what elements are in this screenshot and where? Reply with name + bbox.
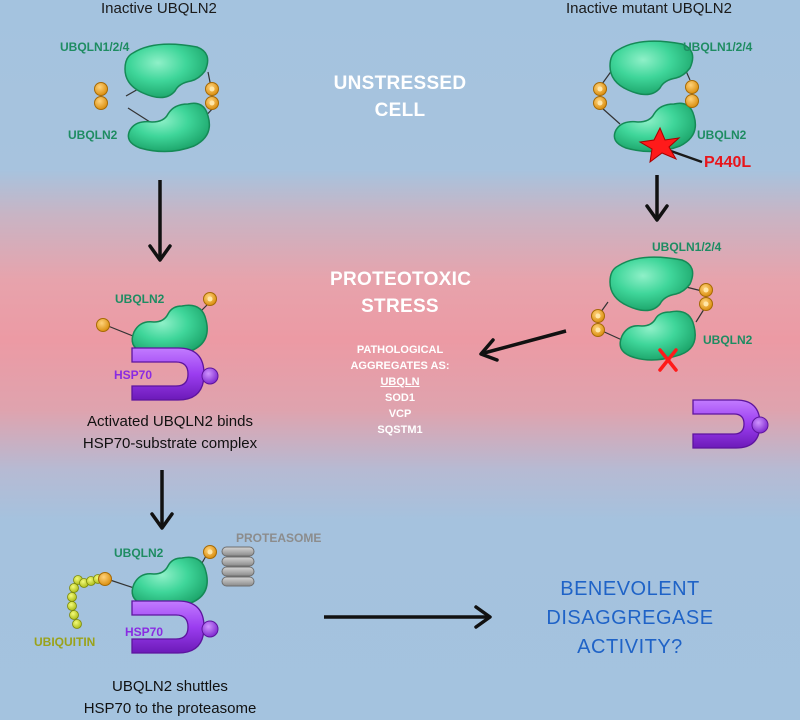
title-inactive-ubqln2: Inactive UBQLN2 xyxy=(101,0,217,17)
mutation-star-icon xyxy=(638,126,681,164)
aggregates-heading-line2: AGGREGATES AS: xyxy=(350,360,450,372)
outcome-line2: DISAGGREGASE xyxy=(546,607,714,629)
label-proteasome: PROTEASOME xyxy=(236,531,322,545)
label-hsp70-shuttling: HSP70 xyxy=(125,625,164,639)
free-hsp70-shape xyxy=(692,399,761,449)
proteasome-icon xyxy=(221,546,255,587)
title-inactive-mutant-ubqln2: Inactive mutant UBQLN2 xyxy=(566,0,732,17)
label-ubqln2-stressed: UBQLN2 xyxy=(703,333,753,347)
caption-activated: Activated UBQLN2 binds HSP70-substrate c… xyxy=(50,411,290,455)
mutant-ubqln-complex-unstressed xyxy=(593,40,703,164)
pathological-aggregates-list: PATHOLOGICAL AGGREGATES AS: UBQLN SOD1 V… xyxy=(330,342,470,438)
arrow-to-disaggregase xyxy=(324,605,492,629)
aggregate-item-ubqln: UBQLN xyxy=(380,376,420,388)
caption-shuttles: UBQLN2 shuttles HSP70 to the proteasome xyxy=(50,676,290,720)
aggregate-item-sod1: SOD1 xyxy=(385,392,415,404)
label-ubqln124-right: UBQLN1/2/4 xyxy=(683,40,753,54)
ubqln2-shuttling-complex xyxy=(67,545,255,654)
broken-binding-x-icon xyxy=(658,348,678,372)
outcome-line3: ACTIVITY? xyxy=(577,636,683,658)
label-ubqln124-left: UBQLN1/2/4 xyxy=(60,40,130,54)
activated-ubqln2-hsp70 xyxy=(96,292,219,401)
label-ubqln2-right: UBQLN2 xyxy=(697,128,747,142)
label-ubqln124-stressed: UBQLN1/2/4 xyxy=(652,240,722,254)
state-stress-line2: STRESS xyxy=(361,296,439,317)
caption-shuttles-line2: HSP70 to the proteasome xyxy=(83,700,257,717)
aggregates-heading-line1: PATHOLOGICAL xyxy=(356,344,444,356)
inactive-ubqln-complex xyxy=(94,43,219,153)
ubqln124-protein xyxy=(124,43,209,99)
state-unstressed-line2: CELL xyxy=(374,100,426,121)
ubqln2-protein xyxy=(127,102,211,153)
arrow-down-left-1 xyxy=(148,180,172,262)
outcome-benevolent-disaggregase: BENEVOLENT DISAGGREGASE ACTIVITY? xyxy=(540,575,720,662)
hsp70-shape xyxy=(131,347,205,401)
label-ubiquitin: UBIQUITIN xyxy=(34,635,96,649)
arrow-down-right xyxy=(645,175,669,222)
aggregate-item-vcp: VCP xyxy=(388,408,412,420)
label-hsp70-activated: HSP70 xyxy=(114,368,153,382)
state-stress-line1: PROTEOTOXIC xyxy=(330,269,472,290)
label-ubqln2-activated: UBQLN2 xyxy=(115,292,165,306)
label-ubqln2-shuttling: UBQLN2 xyxy=(114,546,164,560)
label-p440l-mutation: P440L xyxy=(704,154,752,171)
mutant-ubqln-complex-stressed xyxy=(591,256,769,449)
aggregate-item-sqstm1: SQSTM1 xyxy=(377,424,423,436)
label-ubqln2-left: UBQLN2 xyxy=(68,128,118,142)
ubiquitin-chain xyxy=(67,574,103,629)
state-unstressed-cell: UNSTRESSED CELL xyxy=(330,70,470,124)
arrow-down-left-2 xyxy=(150,470,174,530)
arrow-to-aggregates xyxy=(479,329,567,362)
state-unstressed-line1: UNSTRESSED xyxy=(333,73,467,94)
caption-activated-line1: Activated UBQLN2 binds xyxy=(87,413,253,430)
outcome-line1: BENEVOLENT xyxy=(560,578,700,600)
caption-shuttles-line1: UBQLN2 shuttles xyxy=(112,678,228,695)
state-proteotoxic-stress: PROTEOTOXIC STRESS xyxy=(330,266,472,320)
caption-activated-line2: HSP70-substrate complex xyxy=(82,435,258,452)
